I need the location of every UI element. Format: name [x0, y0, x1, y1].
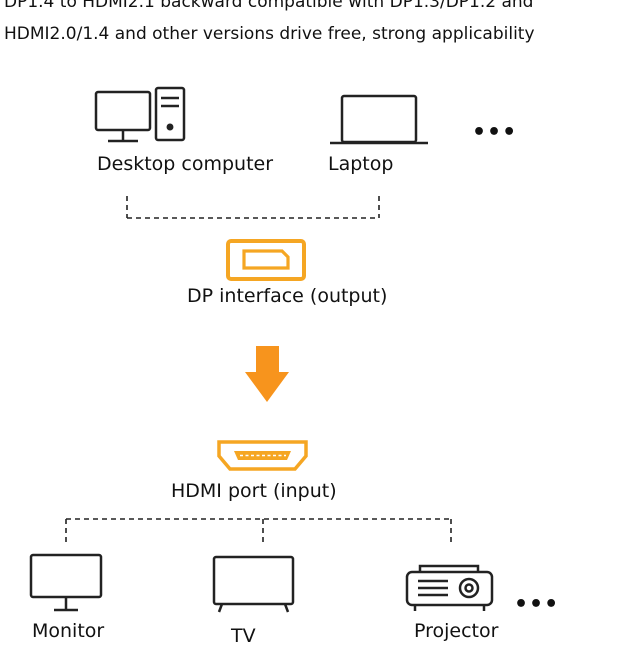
tv-icon [212, 555, 295, 613]
headline-line-1: DP1.4 to HDMI2.1 backward compatible wit… [4, 0, 534, 12]
down-arrow-icon [245, 346, 289, 402]
headline-line-2: HDMI2.0/1.4 and other versions drive fre… [4, 24, 535, 44]
monitor-label: Monitor [32, 620, 105, 642]
more-sources-ellipsis: ••• [472, 120, 518, 145]
outputs-connector-line [65, 518, 452, 546]
hdmi-port-label: HDMI port (input) [171, 480, 337, 502]
laptop-icon [330, 94, 428, 145]
projector-icon [405, 564, 494, 611]
laptop-label: Laptop [328, 153, 394, 175]
dp-interface-label: DP interface (output) [187, 285, 388, 307]
sources-connector-line [126, 196, 380, 219]
dp-connector-icon [226, 239, 306, 281]
monitor-icon [29, 553, 103, 612]
desktop-computer-icon [94, 86, 186, 143]
tv-label: TV [231, 625, 256, 647]
more-outputs-ellipsis: ••• [514, 592, 560, 617]
hdmi-connector-icon [217, 440, 308, 471]
desktop-computer-label: Desktop computer [97, 153, 274, 175]
projector-label: Projector [414, 620, 499, 642]
